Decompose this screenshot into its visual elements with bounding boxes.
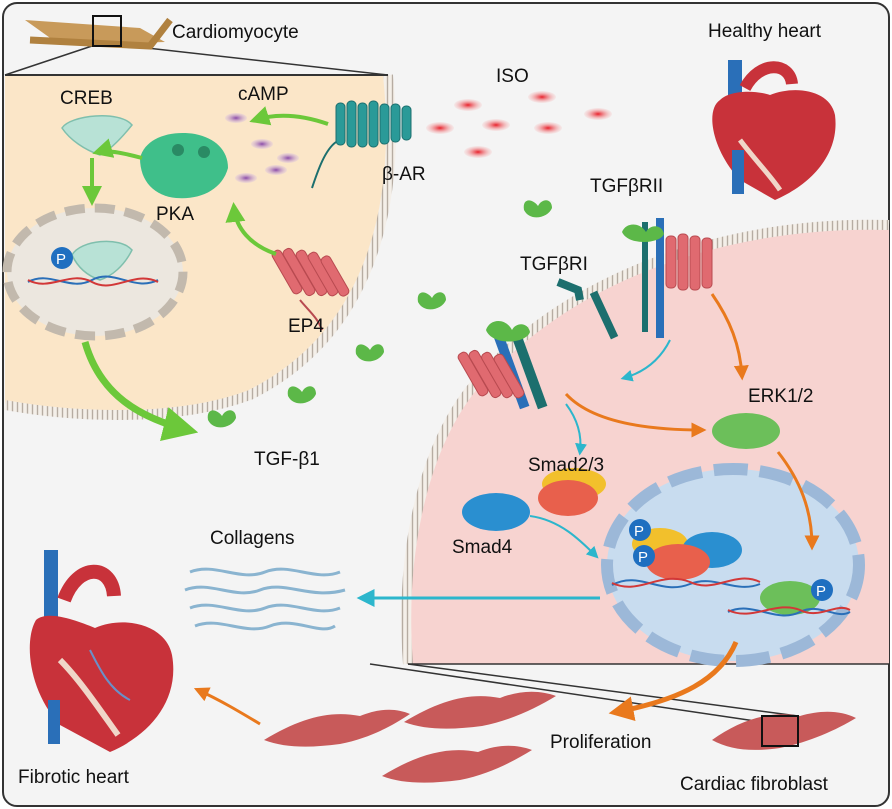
collagens-label: Collagens: [210, 528, 295, 549]
proliferating-fibroblasts: [264, 691, 556, 783]
iso-molecules: [426, 91, 612, 158]
erk-phospho: P: [816, 583, 826, 600]
camp-molecules: [225, 113, 299, 183]
tgfbrii-receptor: [622, 218, 713, 338]
creb-phospho-label: P: [56, 251, 66, 268]
arrow-nucleus-to-tgfb1: [81, 341, 199, 442]
cardiac-fibroblast-thumbnail: [712, 711, 856, 750]
arrow-pka-to-creb: [92, 138, 143, 160]
pka-protein: [140, 133, 228, 199]
arrow-bar-to-camp: [249, 106, 329, 126]
cardiomyocyte-nucleus: P: [2, 203, 188, 341]
arrow-fibroblasts-to-heart: [193, 687, 261, 726]
arrow-tgfbri-activation: [620, 339, 671, 382]
arrow-tgfbrii-to-erk: [710, 293, 749, 381]
erk-label: ERK1/2: [748, 386, 813, 407]
smad23-complex: [538, 468, 606, 516]
creb-label: CREB: [60, 88, 113, 109]
tgfbri-receptor: [556, 278, 619, 340]
arrow-erk-to-nucleus: [776, 451, 820, 551]
arrow-nucleus-to-proliferation: [608, 641, 739, 722]
smad-phospho-1: P: [634, 523, 644, 540]
smad4-label: Smad4: [452, 537, 513, 558]
fibrotic-heart-label: Fibrotic heart: [18, 767, 130, 788]
erk-protein: [712, 413, 780, 449]
proliferation-label: Proliferation: [550, 732, 651, 753]
arrow-ep4-to-pka: [225, 202, 277, 256]
tgfbrii-label: TGFβRII: [590, 176, 663, 197]
beta-ar-receptor: [311, 100, 412, 189]
cardiomyocyte-thumbnail: [25, 15, 173, 50]
fibrotic-heart-illustration: [29, 550, 174, 752]
arrow-smad4-to-nucleus: [529, 515, 599, 559]
creb-protein: [61, 115, 133, 156]
smad-phospho-2: P: [638, 549, 648, 566]
fibroblast-nucleus: P P P: [601, 463, 865, 667]
cardiomyocyte-label: Cardiomyocyte: [172, 22, 299, 43]
collagen-fibers: [184, 567, 346, 631]
tgfbri-label: TGFβRI: [520, 254, 588, 275]
camp-label: cAMP: [238, 84, 289, 105]
cardiac-fibroblast-label: Cardiac fibroblast: [680, 774, 829, 795]
beta-ar-label: β-AR: [382, 164, 426, 185]
healthy-heart-illustration: [712, 60, 836, 200]
ep4-receptor: [271, 247, 350, 331]
pka-label: PKA: [156, 204, 194, 225]
smad4-protein: [462, 493, 530, 531]
arrow-complex-to-erk: [564, 392, 707, 438]
arrow-complex-to-smad23: [565, 403, 587, 456]
erk-pathway-arrows: [193, 293, 820, 726]
tgfb-receptor-complex: [457, 321, 548, 410]
smad-pathway-arrows: [356, 339, 671, 607]
iso-label: ISO: [496, 66, 529, 87]
healthy-heart-label: Healthy heart: [708, 21, 822, 42]
smad23-label: Smad2/3: [528, 455, 604, 476]
cardiomyocyte-arrows: [81, 106, 329, 442]
tgf-beta1-ligands: [207, 200, 552, 428]
tgf-beta1-label: TGF-β1: [254, 449, 320, 470]
ep4-label: EP4: [288, 316, 324, 337]
